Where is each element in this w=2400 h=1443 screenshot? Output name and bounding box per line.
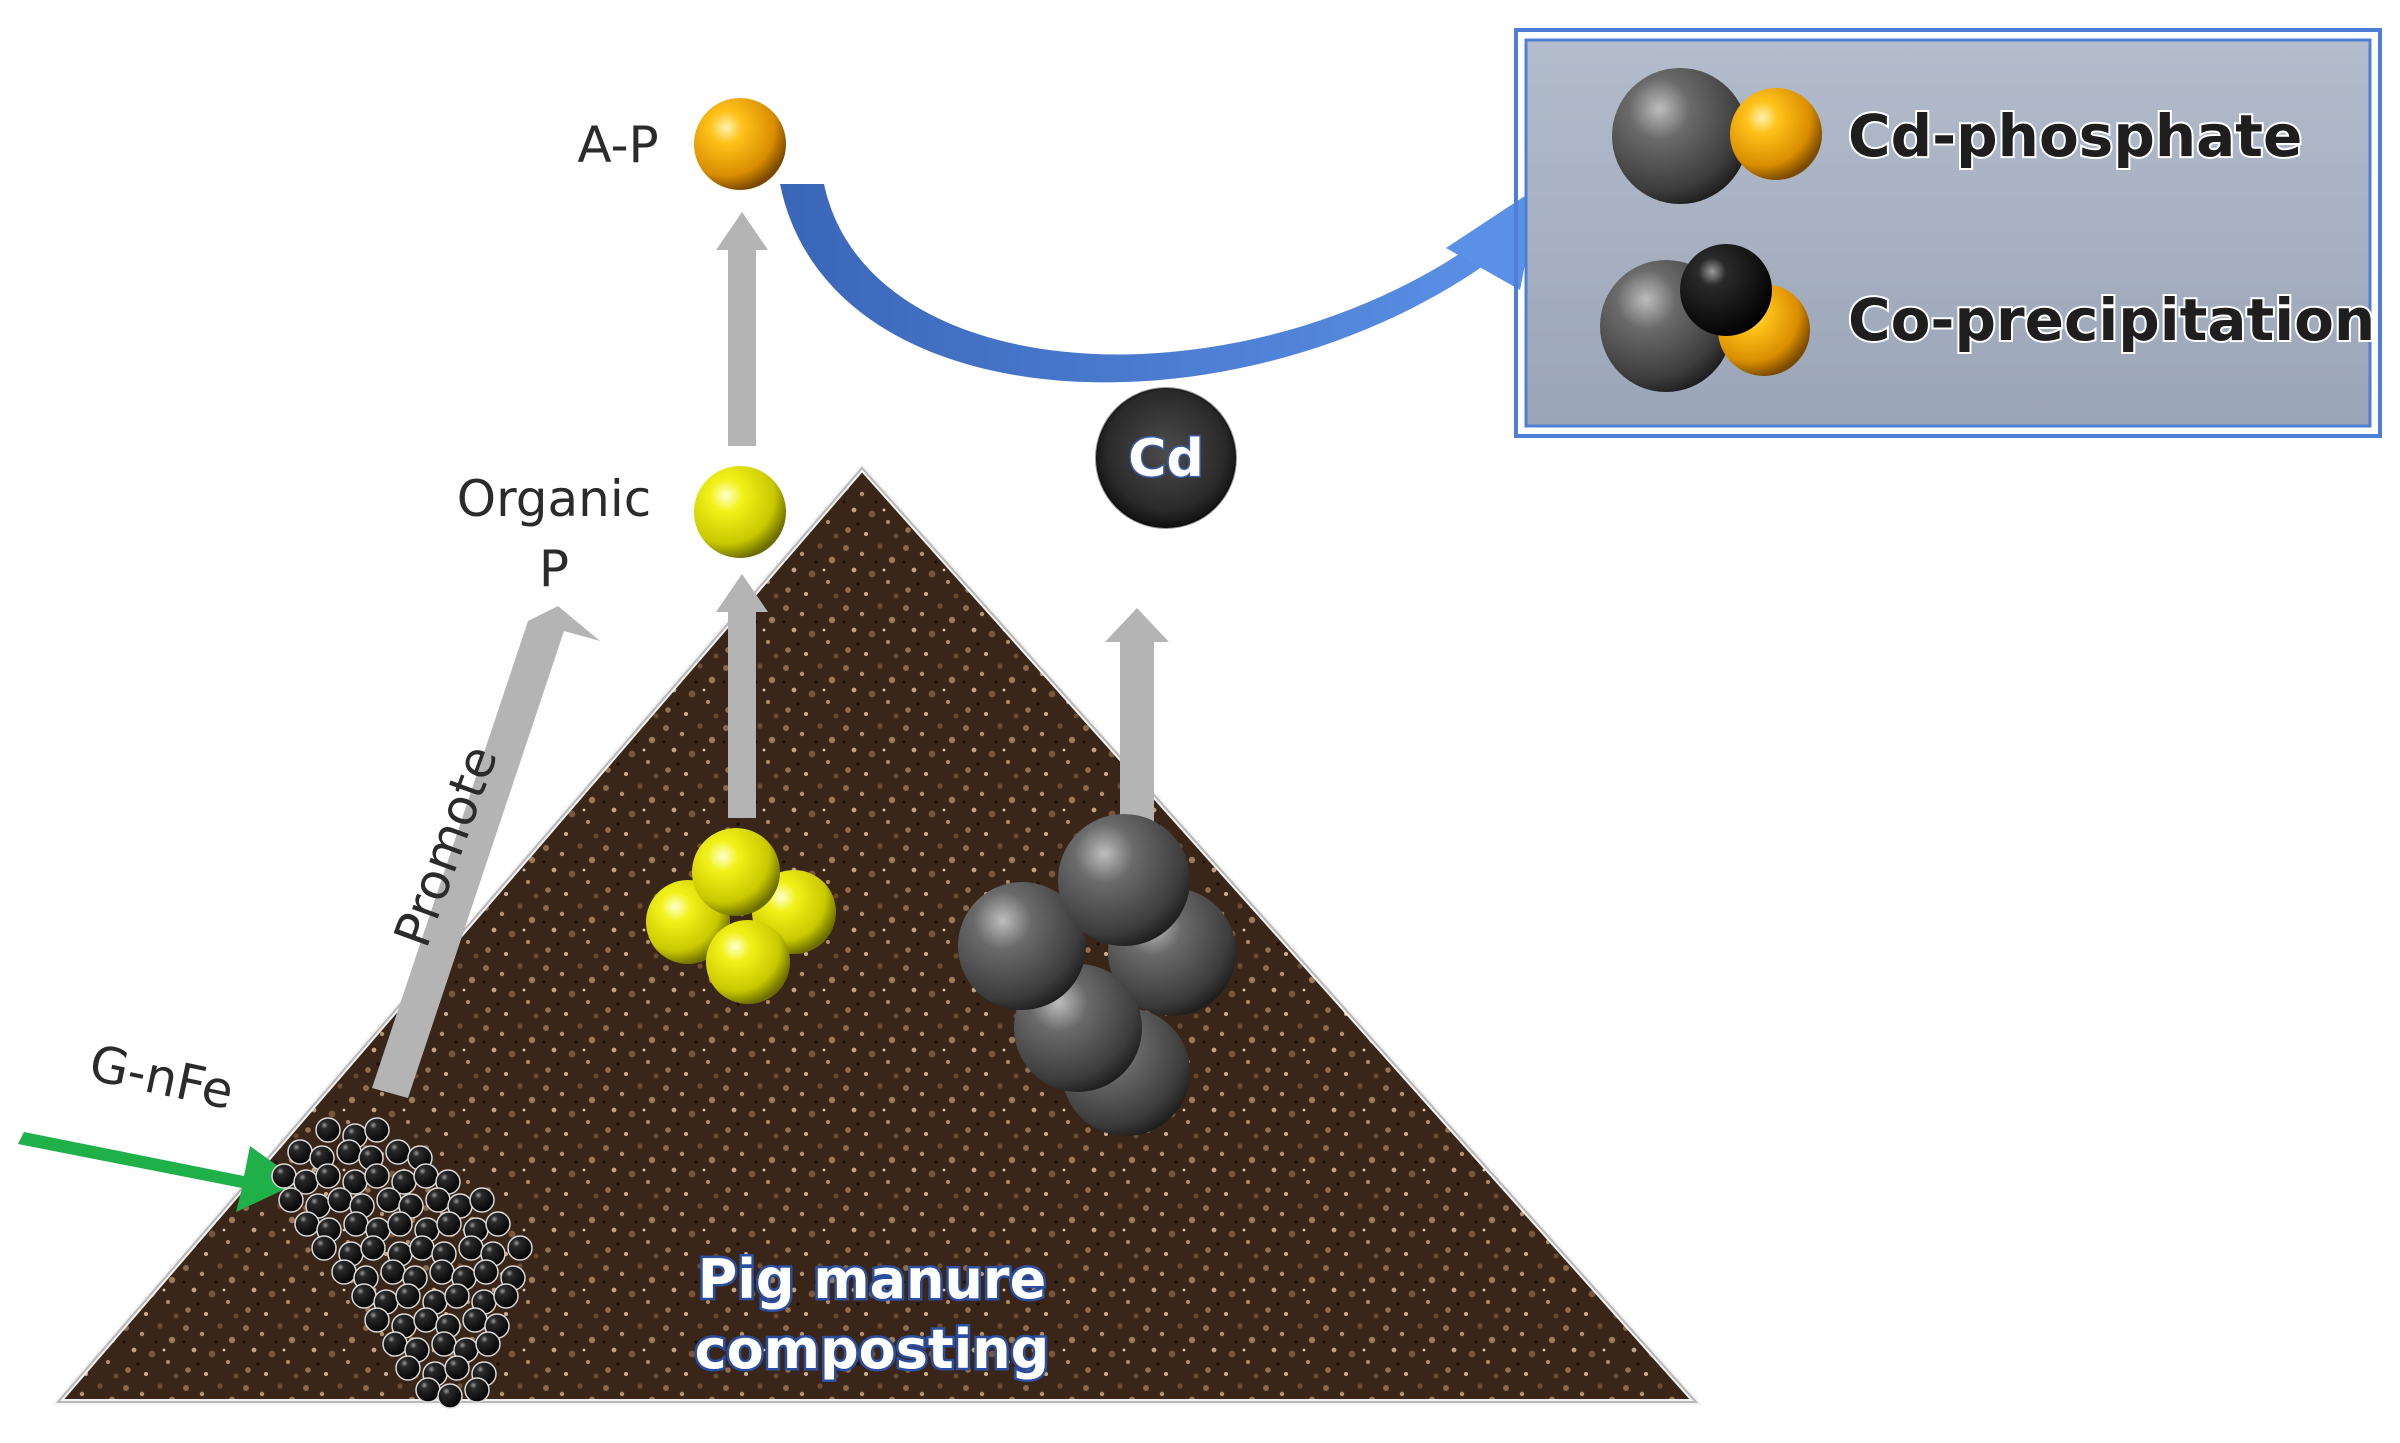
legend-item-co-precipitation: Co-precipitation (1848, 286, 2375, 354)
organic-p-label-line2: P (539, 540, 569, 598)
nfe-particle (469, 1187, 495, 1213)
nfe-particle (473, 1259, 499, 1285)
legend-item-cd-phosphate: Cd-phosphate (1848, 102, 2302, 170)
organic-p-label-line1: Organic (457, 470, 651, 528)
nfe-particle (364, 1163, 390, 1189)
organic-p-sphere (694, 466, 786, 558)
yellow-particle-cluster (646, 828, 836, 1004)
nfe-particle (327, 1187, 353, 1213)
nfe-particle (413, 1307, 439, 1333)
nfe-particle (464, 1377, 490, 1403)
cd-sphere (1095, 387, 1237, 529)
nfe-particle (409, 1235, 435, 1261)
legend-box: Cd-phosphate Co-precipitation (1514, 28, 2382, 438)
g-nfe-particle-cluster (271, 1117, 533, 1409)
nfe-particle (413, 1163, 439, 1189)
nfe-particle (387, 1211, 413, 1237)
nfe-particle (458, 1235, 484, 1261)
up-arrow-to-cd (1105, 608, 1169, 830)
nfe-particle (343, 1211, 369, 1237)
nfe-particle (364, 1307, 390, 1333)
up-arrow-to-organic-p (716, 574, 768, 818)
ap-sphere (694, 98, 786, 190)
nfe-particle (294, 1211, 320, 1237)
nfe-particle (429, 1259, 455, 1285)
nfe-particle (315, 1163, 341, 1189)
nfe-particle (287, 1139, 313, 1165)
nfe-particle (360, 1235, 386, 1261)
nfe-particle (382, 1331, 408, 1357)
nfe-particle (336, 1139, 362, 1165)
nfe-particle (436, 1211, 462, 1237)
nfe-particle (462, 1307, 488, 1333)
pile-label-line2: composting (695, 1318, 1050, 1381)
nfe-particle (444, 1283, 470, 1309)
nfe-particle (431, 1331, 457, 1357)
nfe-particle (444, 1355, 470, 1381)
pile-label-line1: Pig manure (698, 1248, 1046, 1311)
nfe-particle (493, 1283, 519, 1309)
nfe-particle (380, 1259, 406, 1285)
nfe-particle (395, 1283, 421, 1309)
nfe-particle (351, 1283, 377, 1309)
nfe-particle (311, 1235, 337, 1261)
nfe-particle (331, 1259, 357, 1285)
nfe-particle (415, 1377, 441, 1403)
nfe-particle (385, 1139, 411, 1165)
nfe-particle (395, 1355, 421, 1381)
cd-label: Cd (1128, 429, 1203, 489)
nfe-particle (437, 1383, 463, 1409)
gnfe-label: G-nFe (84, 1034, 238, 1121)
up-arrow-to-ap (716, 212, 768, 446)
cd-phosphate-icon (1612, 68, 1822, 204)
cd-particle-cluster (958, 814, 1236, 1136)
nfe-particle (271, 1163, 297, 1189)
promote-arrow (372, 606, 600, 1098)
nfe-particle (315, 1117, 341, 1143)
nfe-particle (485, 1211, 511, 1237)
blue-curved-arrow (780, 184, 1540, 383)
ap-label: A-P (577, 116, 658, 174)
co-precipitation-icon (1600, 244, 1810, 392)
nfe-particle (475, 1331, 501, 1357)
nfe-particle (425, 1187, 451, 1213)
nfe-particle (364, 1117, 390, 1143)
nfe-particle (507, 1235, 533, 1261)
nfe-particle (278, 1187, 304, 1213)
gnfe-arrow (18, 1132, 300, 1212)
nfe-particle (376, 1187, 402, 1213)
